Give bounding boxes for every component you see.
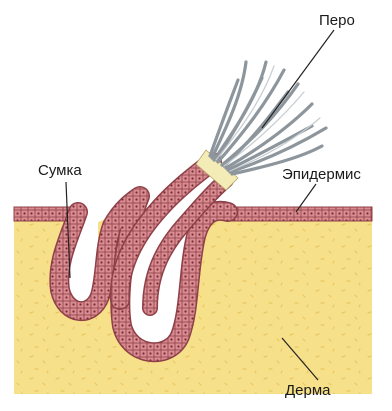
leader-line-feather bbox=[262, 30, 334, 128]
epidermis-label: Эпидермис bbox=[282, 167, 361, 182]
epidermis-right bbox=[226, 207, 372, 221]
dermis-label: Дерма bbox=[285, 383, 331, 398]
sac-label: Сумка bbox=[38, 163, 82, 178]
feather bbox=[210, 62, 326, 174]
feather-label: Перо bbox=[319, 13, 355, 28]
